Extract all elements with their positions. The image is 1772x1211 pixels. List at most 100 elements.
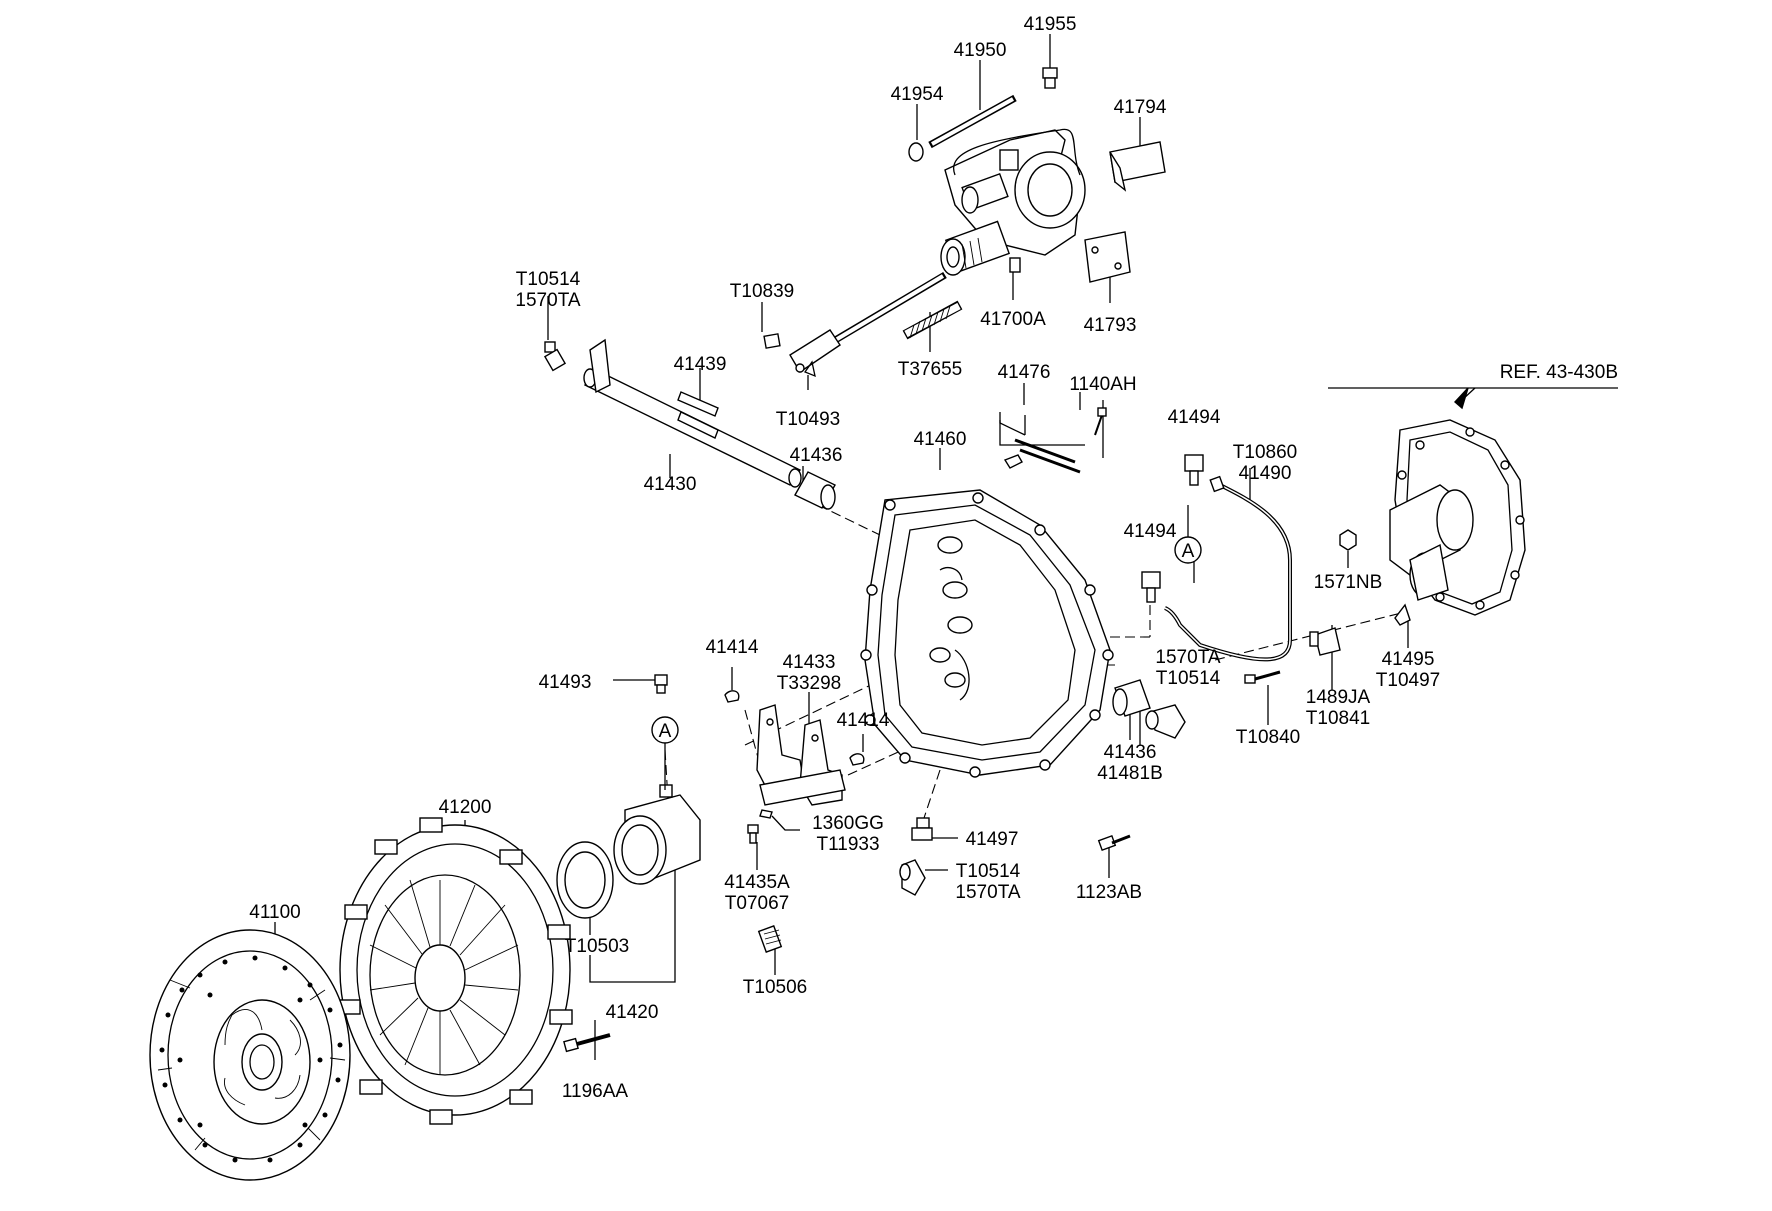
hose-end-icon xyxy=(1209,475,1225,493)
label-41494-mid: 41494 xyxy=(1124,521,1177,542)
label-1123AB: 1123AB xyxy=(1076,882,1142,903)
part-number-labels: 41955 41950 41954 41794 41700A 41793 T10… xyxy=(249,14,1618,1102)
hose-41490-icon xyxy=(1164,483,1292,662)
label-41490: 41490 xyxy=(1239,463,1292,484)
plate-41793-icon xyxy=(1084,231,1131,283)
label-1570TA-mid: 1570TA xyxy=(1155,647,1220,668)
bracket-41794-icon xyxy=(1109,141,1166,192)
spring-T10506-icon xyxy=(757,925,783,953)
label-1571NB: 1571NB xyxy=(1314,572,1383,593)
seal-ring-T10503-icon xyxy=(556,841,614,919)
pin-T10493-icon xyxy=(803,360,816,378)
clip-41414-right-icon xyxy=(849,753,865,766)
label-41200: 41200 xyxy=(439,797,492,818)
label-41439: 41439 xyxy=(674,354,727,375)
label-1140AH: 1140AH xyxy=(1069,374,1136,395)
label-T10514-top: T10514 xyxy=(516,269,581,290)
svg-text:A: A xyxy=(1182,541,1195,562)
clip-41476-icon xyxy=(999,412,1081,474)
label-41436-top: 41436 xyxy=(790,445,843,466)
shaft-41430-icon xyxy=(583,338,802,488)
bolt-T10840-icon xyxy=(1244,670,1281,684)
label-T10839: T10839 xyxy=(730,281,794,302)
label-T10860: T10860 xyxy=(1233,442,1297,463)
label-41950: 41950 xyxy=(954,40,1007,61)
bracket-1489JA-icon xyxy=(1309,627,1341,656)
bushing-41436-bottom-icon xyxy=(1112,679,1151,717)
fitting-41494-top-icon xyxy=(1184,454,1204,486)
clutch-disc-41100-icon xyxy=(149,929,351,1181)
label-reference-43-430B: REF. 43-430B xyxy=(1500,362,1618,383)
label-41414-right: 41414 xyxy=(837,710,890,731)
bolt-41493-icon xyxy=(654,674,668,694)
spring-T37655-icon xyxy=(902,300,963,340)
label-41476: 41476 xyxy=(998,362,1051,383)
fitting-41494-mid-icon xyxy=(1141,571,1161,603)
oring-41954-icon xyxy=(908,142,924,162)
svg-text:A: A xyxy=(659,721,672,742)
label-1570TA-bottom: 1570TA xyxy=(955,882,1020,903)
label-T10506: T10506 xyxy=(743,977,807,998)
fitting-mid-icon xyxy=(1145,704,1186,739)
label-1570TA-top: 1570TA xyxy=(515,290,580,311)
label-41435A: 41435A xyxy=(724,872,790,893)
clutch-housing-41460-icon xyxy=(860,489,1114,778)
label-41700A: 41700A xyxy=(980,309,1046,330)
pressure-plate-41200-icon xyxy=(337,817,573,1125)
label-T10841: T10841 xyxy=(1306,708,1370,729)
label-41494-top: 41494 xyxy=(1168,407,1221,428)
fitting-bottom-icon xyxy=(899,859,926,896)
reference-marker-a-bottom: A xyxy=(651,716,679,790)
nipple-41435A-icon xyxy=(747,824,759,844)
label-T10497: T10497 xyxy=(1376,670,1440,691)
clip-41495-icon xyxy=(1394,603,1411,626)
label-T10514-bottom: T10514 xyxy=(956,861,1021,882)
actuator-41700A-icon xyxy=(940,128,1086,276)
bolt-1196AA-icon xyxy=(563,1033,611,1053)
label-T33298: T33298 xyxy=(777,673,841,694)
clip-41414-left-icon xyxy=(724,690,740,703)
label-41481B: 41481B xyxy=(1097,763,1163,784)
pin-1360GG-icon xyxy=(759,809,773,819)
fitting-top-icon xyxy=(543,341,567,372)
label-T10514-mid: T10514 xyxy=(1156,668,1221,689)
screw-1140AH-icon xyxy=(1094,407,1107,436)
label-T37655: T37655 xyxy=(898,359,962,380)
label-T07067: T07067 xyxy=(725,893,789,914)
label-41955: 41955 xyxy=(1024,14,1077,35)
bolt-41497-icon xyxy=(911,817,933,841)
nut-1571NB-icon xyxy=(1339,529,1357,551)
bolt-41955-icon xyxy=(1042,67,1058,89)
label-T10503: T10503 xyxy=(565,936,629,957)
label-41436-bottom: 41436 xyxy=(1104,742,1157,763)
label-41493: 41493 xyxy=(539,672,592,693)
label-41954: 41954 xyxy=(891,84,944,105)
rod-41950-icon xyxy=(928,94,1017,149)
label-41414-left: 41414 xyxy=(706,637,759,658)
label-T11933: T11933 xyxy=(816,834,879,855)
label-41495: 41495 xyxy=(1382,649,1435,670)
label-41794: 41794 xyxy=(1114,97,1167,118)
label-41497: 41497 xyxy=(966,829,1019,850)
bolt-1123AB-icon xyxy=(1097,834,1131,851)
reference-marker-a-top: A xyxy=(1174,505,1202,564)
release-bearing-41420-icon xyxy=(613,784,701,885)
push-rod-assembly-icon xyxy=(763,271,947,373)
label-41793: 41793 xyxy=(1084,315,1137,336)
label-41430: 41430 xyxy=(644,474,697,495)
label-T10840: T10840 xyxy=(1236,727,1300,748)
key-41439-icon xyxy=(677,391,719,417)
label-1489JA: 1489JA xyxy=(1306,687,1371,708)
bushing-41436-top-icon xyxy=(794,471,836,510)
label-41460: 41460 xyxy=(914,429,967,450)
transmission-housing-ref-icon xyxy=(1389,387,1526,616)
label-T10493: T10493 xyxy=(776,409,840,430)
label-1196AA: 1196AA xyxy=(562,1081,629,1102)
fork-41433-icon xyxy=(756,704,846,806)
label-41100: 41100 xyxy=(249,902,300,923)
label-1360GG: 1360GG xyxy=(812,813,884,834)
label-41433: 41433 xyxy=(783,652,836,673)
label-41420: 41420 xyxy=(606,1002,659,1023)
